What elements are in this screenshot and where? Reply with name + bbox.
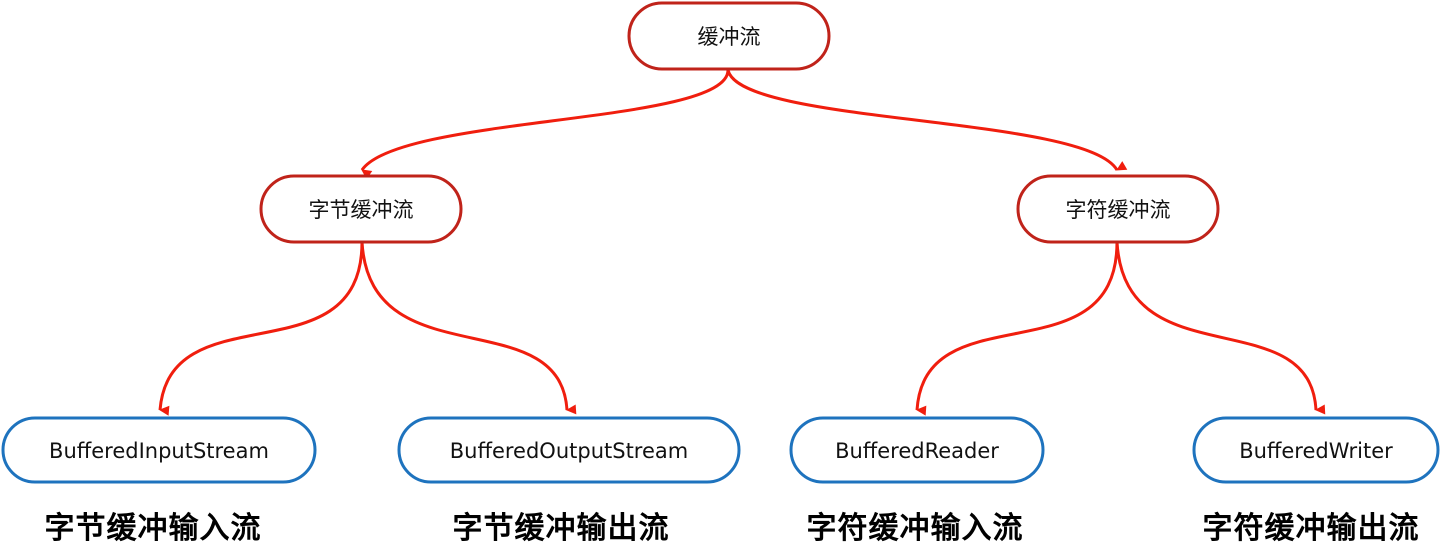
caption-char-buffered-output: 字符缓冲输出流 [1203,511,1420,546]
edge-char-to-bw [1115,241,1326,415]
node-buffered-reader: BufferedReader [789,416,1045,484]
node-root: 缓冲流 [627,1,831,71]
node-br-label: BufferedReader [835,439,999,463]
edge-byte-to-bos [360,241,577,415]
node-buffered-output-stream: BufferedOutputStream [397,416,741,484]
node-buffered-writer: BufferedWriter [1192,416,1440,484]
node-root-label: 缓冲流 [698,25,761,49]
edge-root-to-char [726,69,1128,171]
node-char-buffered-stream: 字符缓冲流 [1016,174,1220,244]
node-bw-label: BufferedWriter [1239,439,1393,463]
node-byte-buffered-stream: 字节缓冲流 [259,174,463,244]
node-bis-label: BufferedInputStream [49,439,269,463]
caption-byte-buffered-output: 字节缓冲输出流 [453,511,670,546]
edge-root-to-byte [360,69,730,180]
node-buffered-input-stream: BufferedInputStream [1,416,317,484]
edge-byte-to-bis [158,241,364,416]
node-byte-label: 字节缓冲流 [309,198,414,222]
caption-byte-buffered-input: 字节缓冲输入流 [45,511,262,546]
node-bos-label: BufferedOutputStream [450,439,688,463]
caption-char-buffered-input: 字符缓冲输入流 [807,511,1024,546]
edge-char-to-br [915,241,1119,416]
node-char-label: 字符缓冲流 [1066,198,1171,222]
